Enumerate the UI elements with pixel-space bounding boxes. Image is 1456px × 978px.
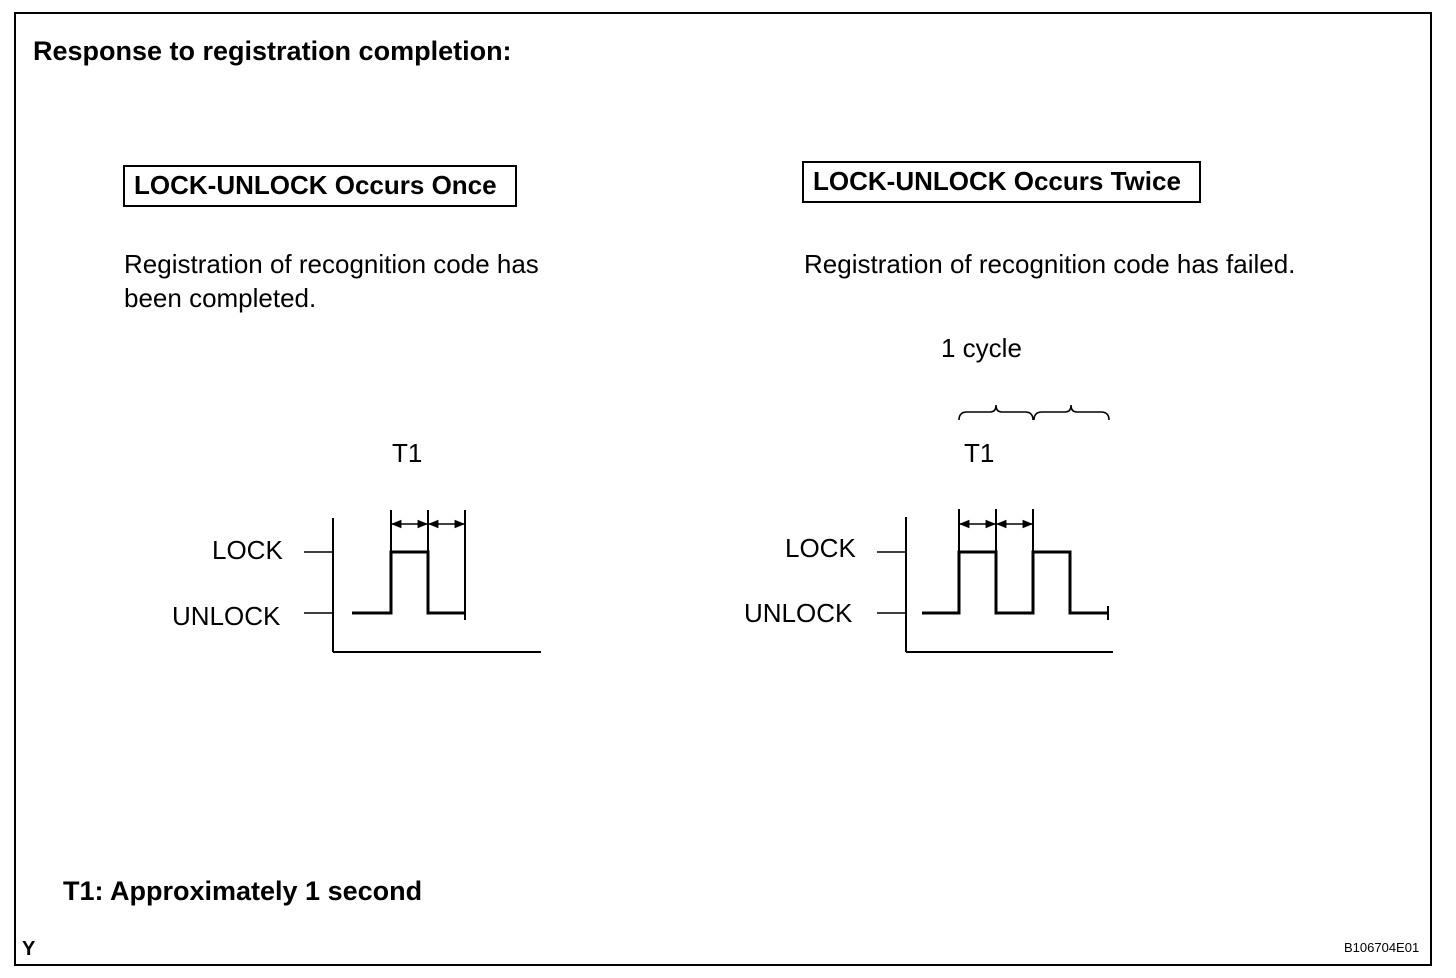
panel-twice-lock-label: LOCK [785,533,856,563]
panel-once-title: LOCK-UNLOCK Occurs Once [123,165,517,207]
waveform-twice [877,404,1113,653]
panel-twice-t1-label: T1 [964,438,995,468]
twice-signal-trace [922,550,1108,615]
waveform-once [304,510,541,653]
figure-code: B106704E01 [1344,940,1420,955]
panel-once-t1-label: T1 [392,438,423,468]
panel-twice-title: LOCK-UNLOCK Occurs Twice [802,161,1201,203]
panel-twice-cycle-label: 1 cycle [941,333,1022,363]
panel-twice-description: Registration of recognition code has fai… [804,249,1296,279]
t1-definition-note: T1: Approximately 1 second [63,876,423,906]
panel-once-description: Registration of recognition code has bee… [124,249,539,313]
cycle-brace-1 [958,404,1034,421]
panel-once-unlock-label: UNLOCK [172,601,281,631]
once-signal-trace [352,550,465,615]
page-heading: Response to registration completion: [33,36,512,66]
corner-mark-left: Y [22,938,36,960]
diagram-frame [14,12,1432,966]
cycle-brace-2 [1033,404,1110,421]
panel-once-lock-label: LOCK [212,535,283,565]
panel-twice-unlock-label: UNLOCK [744,598,853,628]
